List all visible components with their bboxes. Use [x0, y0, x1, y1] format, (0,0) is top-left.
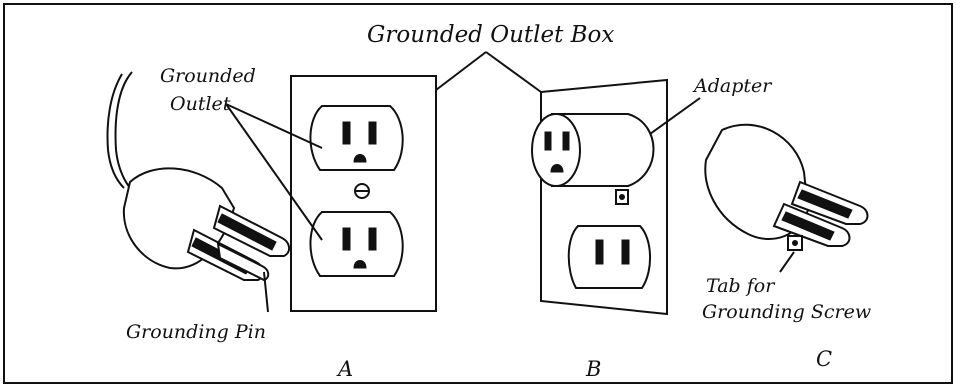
grounding-pin-leader — [263, 271, 269, 313]
adapter-in-outlet — [531, 113, 655, 205]
tab-label-line2: Grounding Screw — [702, 301, 871, 323]
adapter-leader — [649, 97, 701, 135]
title-label: Grounded Outlet Box — [367, 22, 614, 48]
tab-leader — [779, 251, 795, 273]
tab-label-line1: Tab for — [706, 275, 776, 297]
receptacle-lower-a — [309, 211, 404, 277]
panel-label-c: C — [816, 347, 832, 371]
adapter-label: Adapter — [692, 75, 773, 97]
cover-screw-a — [354, 183, 370, 199]
panel-label-b: B — [585, 357, 601, 381]
grounding-pin-label: Grounding Pin — [126, 321, 266, 343]
grounding-adapter — [704, 123, 869, 251]
grounded-outlet-leader-lines — [225, 103, 323, 241]
panel-label-a: A — [336, 357, 353, 381]
diagram-frame — [3, 3, 953, 384]
receptacle-upper-a — [309, 105, 404, 171]
grounded-outlet-label-line1: Grounded — [160, 65, 256, 87]
three-prong-plug — [106, 71, 290, 282]
grounded-outlet-label-line2: Outlet — [170, 93, 231, 115]
receptacle-lower-b — [567, 225, 652, 289]
title-leader-lines — [435, 51, 542, 93]
